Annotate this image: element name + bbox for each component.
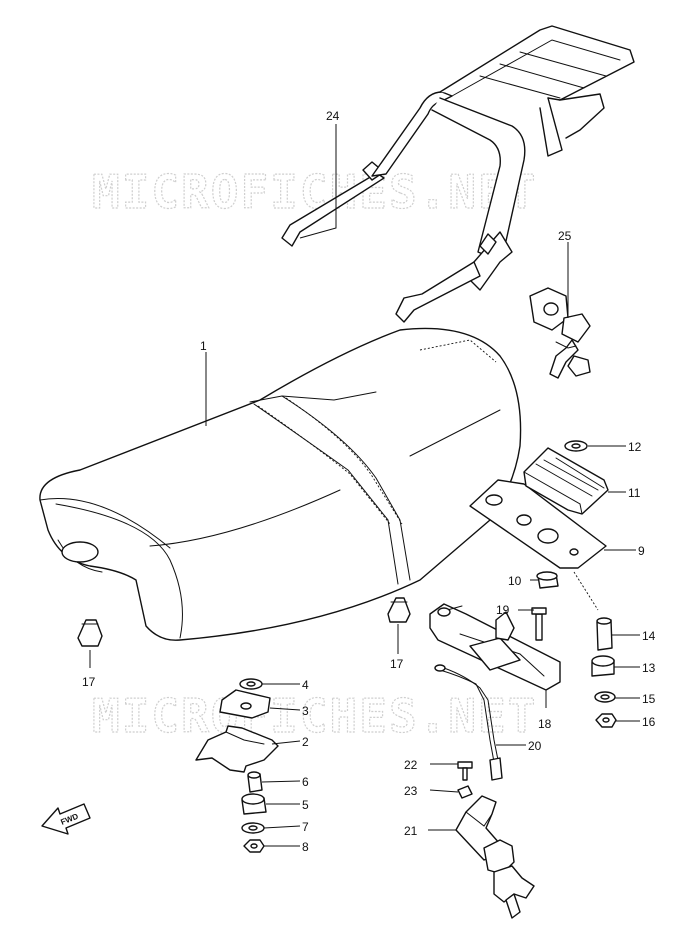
callout-6: 6 (302, 775, 309, 789)
callout-2: 2 (302, 735, 309, 749)
callout-12: 12 (628, 440, 642, 454)
part-3-plate[interactable] (219, 689, 271, 719)
callout-1: 1 (200, 339, 207, 353)
callout-19: 19 (496, 603, 510, 617)
callout-25: 25 (558, 229, 572, 243)
part-7-washer[interactable] (241, 822, 265, 834)
part-15-washer[interactable] (594, 691, 616, 703)
callout-11: 11 (628, 486, 641, 500)
callout-16: 16 (642, 715, 656, 729)
callout-23: 23 (404, 784, 418, 798)
callout-numbers: 24 25 1 12 11 9 10 19 14 13 15 16 17 17 … (82, 109, 656, 854)
callout-18: 18 (538, 717, 552, 731)
callout-22: 22 (404, 758, 418, 772)
part-17a-cushion[interactable] (77, 619, 103, 647)
part-20-cable[interactable] (434, 664, 503, 781)
callout-17-left: 17 (82, 675, 96, 689)
part-5-bush[interactable] (241, 793, 267, 815)
part-1-seat[interactable] (39, 327, 522, 641)
callout-7: 7 (302, 820, 309, 834)
part-24-carrier[interactable] (281, 25, 635, 323)
callout-13: 13 (642, 661, 656, 675)
callout-4: 4 (302, 678, 309, 692)
part-13-bush[interactable] (591, 655, 615, 677)
part-9-plate[interactable] (469, 479, 607, 611)
part-10-rubber[interactable] (536, 571, 559, 589)
callout-14: 14 (642, 629, 656, 643)
part-18-lock-bracket[interactable] (429, 603, 561, 691)
forward-arrow-icon: FWD (41, 803, 91, 835)
callout-8: 8 (302, 840, 309, 854)
callout-24: 24 (326, 109, 340, 123)
callout-3: 3 (302, 704, 309, 718)
part-11-damper[interactable] (523, 447, 609, 515)
part-6-collar[interactable] (247, 771, 263, 793)
callout-9: 9 (638, 544, 645, 558)
part-14-spacer[interactable] (596, 617, 613, 651)
part-4-washer[interactable] (239, 678, 263, 690)
part-19-bolt[interactable] (531, 607, 547, 641)
callout-10: 10 (508, 574, 522, 588)
part-17b-cushion[interactable] (387, 597, 411, 623)
callout-15: 15 (642, 692, 656, 706)
leader-lines (89, 124, 640, 847)
part-25-seat-lock[interactable] (529, 287, 591, 379)
part-2-bracket[interactable] (195, 725, 279, 773)
callout-21: 21 (404, 824, 418, 838)
part-22-screw[interactable] (457, 761, 473, 781)
callout-20: 20 (528, 739, 542, 753)
part-21-lock-assembly[interactable] (455, 795, 535, 919)
part-23-clip[interactable] (457, 785, 473, 799)
part-8-nut[interactable] (243, 839, 265, 853)
callout-17-right: 17 (390, 657, 404, 671)
callout-5: 5 (302, 798, 309, 812)
part-12-washer[interactable] (564, 440, 588, 452)
part-16-nut[interactable] (595, 713, 617, 728)
watermark-bottom: MICROFICHES.NET (92, 689, 537, 743)
